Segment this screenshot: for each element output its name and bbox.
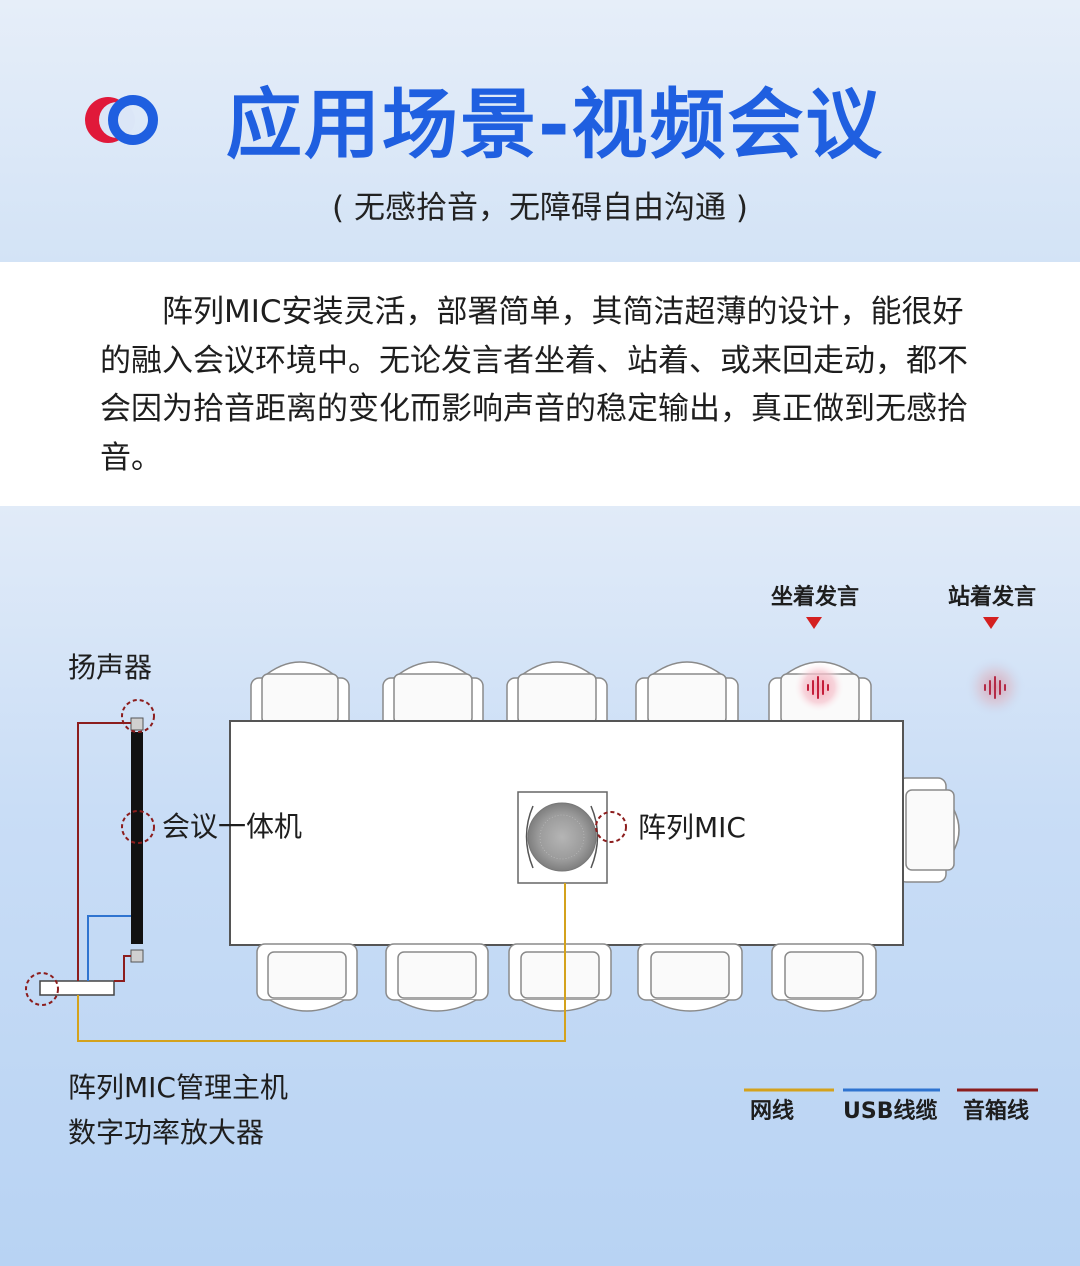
label-standing: 站着发言 — [948, 585, 1037, 610]
description-panel — [0, 262, 1080, 506]
label-host-line2: 数字功率放大器 — [68, 1116, 265, 1149]
speaker-cable-line-2 — [114, 955, 131, 982]
legend-label-speaker: 音箱线 — [963, 1099, 1030, 1124]
page-subtitle: ( 无感拾音，无障碍自由沟通 ) — [332, 190, 748, 226]
chair-bottom-5 — [771, 943, 877, 1012]
legend-label-network: 网线 — [750, 1099, 795, 1124]
sound-wave-icon — [807, 676, 829, 699]
speaker-cable-line — [77, 722, 131, 981]
brand-logo-icon — [85, 95, 158, 145]
chair-bottom-1 — [256, 943, 358, 1012]
loudspeaker-marker — [121, 699, 155, 733]
sound-wave-icon-2 — [984, 676, 1006, 699]
conference-room-diagram — [25, 617, 1038, 1092]
arrow-down-icon-2 — [983, 617, 999, 629]
label-array-mic: 阵列MIC — [638, 811, 746, 844]
description-text: 阵列MIC安装灵活，部署简单，其简洁超薄的设计，能很好的融入会议环境中。无论发言… — [100, 294, 968, 476]
label-conference-unit: 会议一体机 — [162, 810, 303, 843]
array-mic-marker — [595, 811, 627, 843]
network-cable-line — [77, 883, 566, 1042]
conference-unit-icon — [131, 732, 143, 944]
array-mic-icon — [527, 802, 597, 872]
chair-bottom-2 — [385, 943, 489, 1012]
usb-cable-line — [87, 915, 131, 981]
label-loudspeaker: 扬声器 — [68, 651, 153, 684]
host-unit-marker — [25, 972, 59, 1006]
header-panel — [0, 0, 1080, 262]
arrow-down-icon — [806, 617, 822, 629]
page-title: 应用场景-视频会议 — [226, 80, 884, 169]
legend-label-usb: USB线缆 — [843, 1099, 938, 1124]
chair-bottom-4 — [637, 943, 743, 1012]
label-host-line1: 阵列MIC管理主机 — [68, 1071, 288, 1104]
host-unit-icon — [39, 980, 115, 996]
chair-bottom-3 — [508, 943, 612, 1012]
conference-unit-marker — [121, 810, 155, 844]
label-sitting: 坐着发言 — [771, 585, 860, 610]
chair-end — [897, 777, 960, 883]
